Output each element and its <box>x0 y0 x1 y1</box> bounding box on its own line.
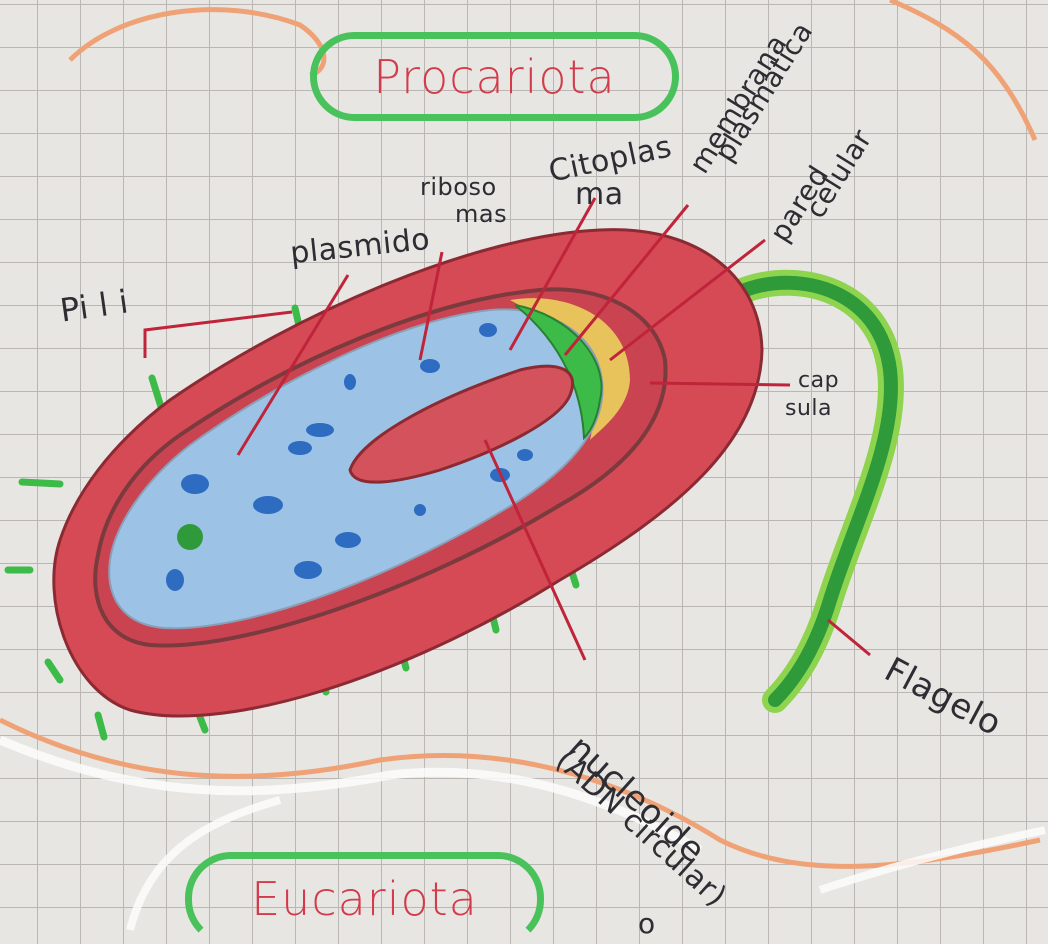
label-ribosomas-1: riboso <box>420 175 497 199</box>
flagellum-core <box>745 283 891 700</box>
title-eucariota-box: Eucariota <box>185 852 544 944</box>
label-citoplasma-2: ma <box>575 180 624 210</box>
white-border-right <box>820 830 1045 890</box>
title-procariota-box: Procariota <box>310 32 679 121</box>
label-capsula-1: cap <box>798 370 839 392</box>
orange-border-bottom <box>0 720 1040 866</box>
label-ribosomas-2: mas <box>455 202 507 226</box>
orange-border-right <box>890 0 1035 140</box>
title-eucariota: Eucariota <box>251 872 478 926</box>
title-procariota: Procariota <box>373 50 616 104</box>
label-capsula-2: sula <box>785 398 832 420</box>
plasmid <box>177 524 203 550</box>
label-bottom-fragment: o <box>638 910 656 938</box>
orange-border-top <box>70 10 324 75</box>
label-pili: Pi l i <box>58 285 130 326</box>
